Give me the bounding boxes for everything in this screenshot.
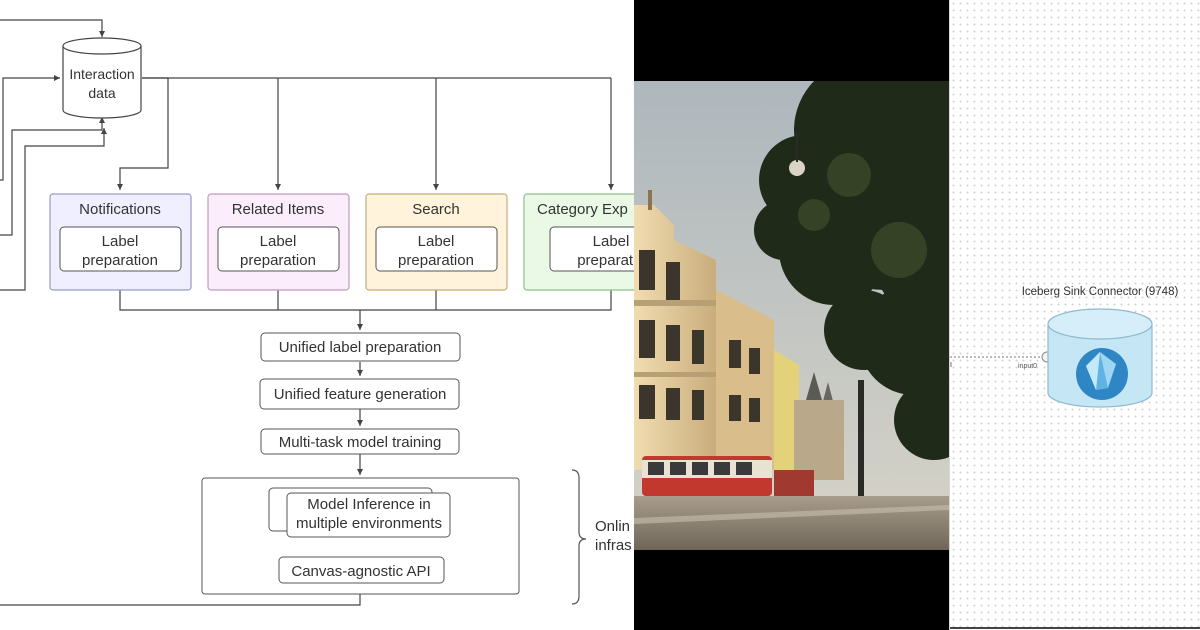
letterbox-bottom (634, 550, 949, 630)
step-label: Multi-task model training (279, 434, 442, 451)
store-label-line2: data (88, 85, 115, 101)
brace-label-line1: Onlin (595, 518, 630, 535)
interaction-data-store: Interaction data (62, 37, 142, 119)
street-photo-panel (634, 0, 949, 630)
inference-line1: Model Inference in (307, 496, 430, 513)
historic-building (634, 190, 799, 470)
api-box (278, 556, 445, 584)
label-prep-line2: preparation (82, 252, 158, 269)
inference-box (286, 492, 451, 538)
step-label: Unified label preparation (279, 339, 442, 356)
ml-pipeline-diagram: Interaction data Notifications Label pre… (0, 19, 634, 606)
label-prep-box (59, 226, 182, 272)
church-spire (822, 382, 834, 405)
online-infra-container: Model Inference in multiple environments… (201, 477, 520, 595)
inference-line2: multiple environments (296, 515, 442, 532)
store-label-line1: Interaction (69, 66, 134, 82)
distant-buildings (794, 400, 844, 480)
label-prep-line2: preparation (398, 252, 474, 269)
letterbox-top (634, 0, 949, 81)
label-prep-line2: preparatio (577, 252, 634, 269)
task-notifications: Notifications Label preparation (49, 193, 192, 291)
step-unified-feature-generation: Unified feature generation (259, 378, 460, 410)
label-prep-line1: Label (260, 233, 297, 250)
label-prep-box (375, 226, 498, 272)
church-spire (806, 372, 822, 400)
feedback-connectors (0, 19, 361, 606)
label-prep-line1: Label (593, 233, 630, 250)
task-title: Search (412, 201, 460, 218)
label-prep-line2: preparation (240, 252, 316, 269)
api-label: Canvas-agnostic API (291, 563, 430, 580)
step-label: Unified feature generation (274, 386, 447, 403)
label-prep-line1: Label (418, 233, 455, 250)
distribution-connectors (117, 77, 614, 190)
task-search: Search Label preparation (365, 193, 508, 291)
label-prep-line1: Label (102, 233, 139, 250)
step-unified-label-preparation: Unified label preparation (260, 332, 461, 362)
task-title: Related Items (232, 201, 325, 218)
task-title: Notifications (79, 201, 161, 218)
connector-title: Iceberg Sink Connector (9748) (1022, 286, 1179, 298)
street-lamp-globe (789, 160, 805, 176)
diagram-canvas: Interaction data Notifications Label pre… (0, 19, 634, 606)
task-related-items: Related Items Label preparation (207, 193, 350, 291)
lamp-post (858, 380, 864, 515)
connector-canvas: Iceberg Sink Connector (9748) input0 (949, 0, 1200, 630)
connector-graph: Iceberg Sink Connector (9748) input0 (950, 286, 1200, 629)
task-title: Category Exp (537, 201, 628, 218)
label-prep-box (549, 226, 634, 272)
label-prep-box (217, 226, 340, 272)
pavement (634, 496, 949, 550)
street-photo (634, 0, 949, 630)
task-category-explore: Category Exp Label preparatio (523, 193, 634, 291)
tram (642, 456, 814, 496)
brace (571, 469, 587, 605)
iceberg-logo-icon (1076, 348, 1128, 400)
brace-label-line2: infras (595, 537, 632, 554)
step-multi-task-training: Multi-task model training (260, 428, 460, 455)
port-label: input0 (1018, 363, 1037, 370)
